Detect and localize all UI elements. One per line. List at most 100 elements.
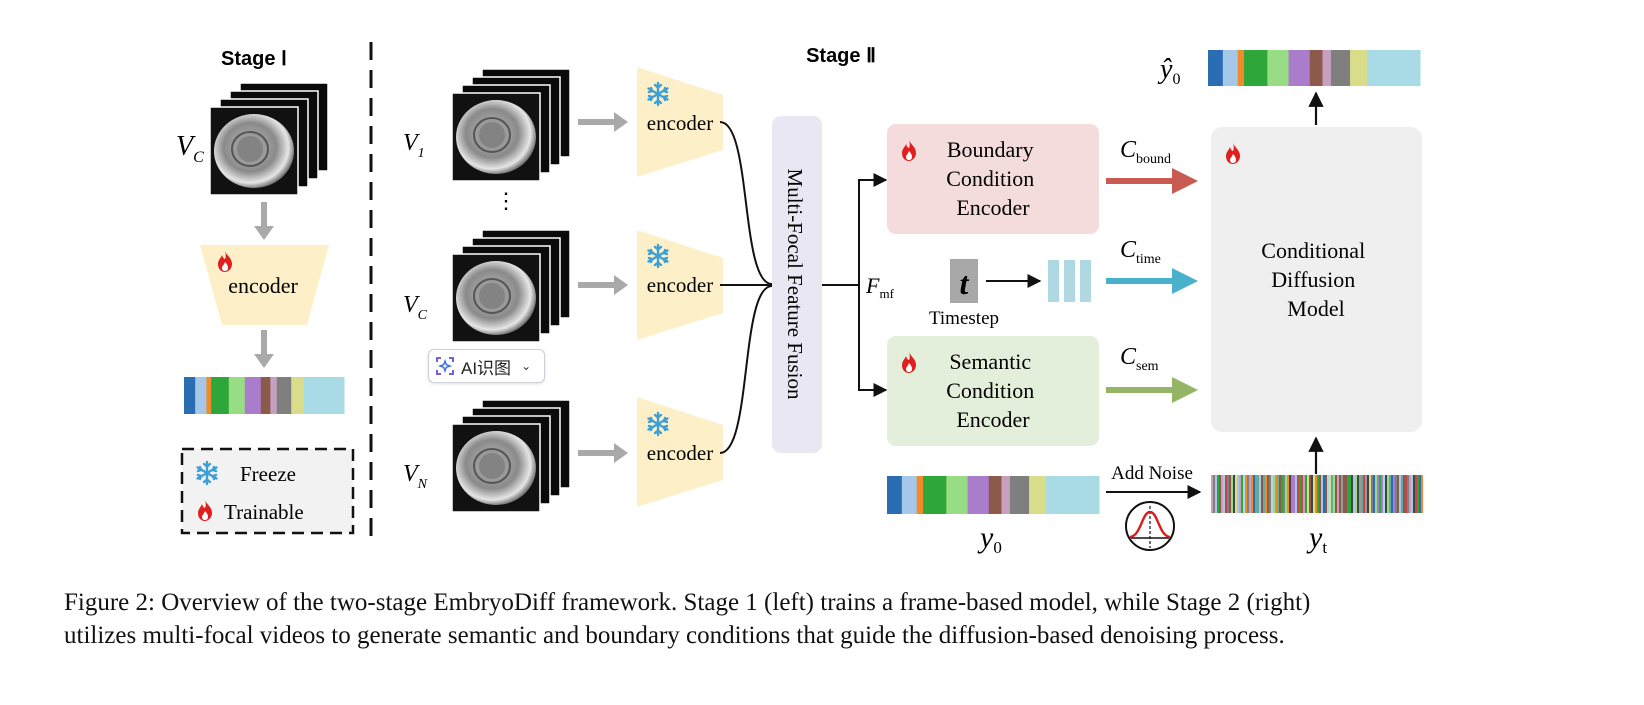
noise-stripe [1277, 475, 1280, 513]
noise-stripe [1211, 475, 1214, 513]
y0-label: y0 [977, 521, 1002, 557]
token-segment [276, 377, 292, 414]
token-segment [1237, 50, 1245, 86]
noise-stripe [1357, 475, 1360, 513]
stage2-encoder-label-3: encoder [647, 441, 713, 465]
noise-stripe [1413, 475, 1416, 513]
noise-stripe [1397, 475, 1400, 513]
stage2-title: Stage Ⅱ [806, 45, 876, 67]
caption-line-2: utilizes multi-focal videos to generate … [64, 622, 1285, 649]
noise-stripe [1327, 475, 1330, 513]
noise-stripe [1329, 475, 1332, 513]
noise-stripe [1379, 475, 1382, 513]
noise-stripe [1317, 475, 1320, 513]
noise-stripe [1391, 475, 1394, 513]
noise-stripe [1363, 475, 1366, 513]
token-segment [195, 377, 207, 414]
c-time-arrow [1106, 268, 1198, 294]
timestep-box [950, 259, 978, 303]
token-segment [260, 377, 271, 414]
token-segment [291, 377, 305, 414]
noise-stripe [1227, 475, 1230, 513]
noise-stripe [1219, 475, 1222, 513]
semantic-encoder-label: Semantic Condition Encoder [946, 349, 1040, 432]
noise-stripe [1285, 475, 1288, 513]
noise-stripe [1217, 475, 1220, 513]
y-hat-label: ŷ0 [1157, 54, 1180, 88]
noise-stripe [1417, 475, 1420, 513]
add-noise-label: Add Noise [1111, 463, 1193, 484]
fmf-label: Fmf [865, 273, 895, 301]
ai-scan-icon [436, 357, 454, 375]
noise-stripe [1359, 475, 1362, 513]
noise-stripe [1353, 475, 1356, 513]
token-segment [1267, 50, 1290, 86]
video-stack-vn [451, 399, 571, 513]
video-stack-v1 [451, 68, 571, 182]
token-segment [967, 476, 990, 514]
arrow-head [254, 226, 274, 240]
noise-stripe [1289, 475, 1292, 513]
noise-stripe [1295, 475, 1298, 513]
noise-stripe [1253, 475, 1256, 513]
stage1-video-label: VC [176, 131, 204, 166]
token-segment [244, 377, 262, 414]
noise-stripe [1279, 475, 1282, 513]
noise-stripe [1419, 475, 1422, 513]
c-bound-arrow [1106, 168, 1198, 194]
input-arrow-3 [578, 443, 628, 463]
noise-stripe [1275, 475, 1278, 513]
stage2-encoder-label-2: encoder [647, 273, 713, 297]
c-sem-label: Csem [1120, 344, 1159, 374]
c-bound-label: Cbound [1120, 137, 1171, 167]
noise-stripe [1223, 475, 1226, 513]
stage1-arrow-2 [254, 330, 274, 368]
time-embedding-tokens [1048, 260, 1091, 302]
noise-stripe [1371, 475, 1374, 513]
token-segment [1222, 50, 1239, 86]
noise-stripe [1255, 475, 1258, 513]
ai-image-recognition-button[interactable]: AI识图 ⌄ [428, 349, 545, 383]
stage1-encoder [200, 245, 329, 325]
stage1-arrow-1 [254, 202, 274, 240]
token-segment [304, 377, 345, 414]
noise-stripe [1251, 475, 1254, 513]
noise-stripe [1215, 475, 1218, 513]
token-segment [1350, 50, 1368, 86]
noise-stripe [1231, 475, 1234, 513]
stage1-title: Stage Ⅰ [221, 48, 287, 70]
fusion-block [772, 116, 822, 453]
noise-stripe [1261, 475, 1264, 513]
noise-stripe [1269, 475, 1272, 513]
noise-stripe [1347, 475, 1350, 513]
noise-stripe [1387, 475, 1390, 513]
token-segment [1330, 50, 1351, 86]
inputs-ellipsis: ⋮ [495, 188, 517, 213]
noise-stripe [1263, 475, 1266, 513]
arrow-head [614, 112, 628, 132]
noise-stripe [1233, 475, 1236, 513]
c-time-label: Ctime [1120, 237, 1161, 267]
fusion-label: Multi-Focal Feature Fusion [783, 169, 807, 400]
token-segment [1288, 50, 1311, 86]
input-arrow-2 [578, 275, 628, 295]
stage1-token-bar [184, 377, 345, 414]
stage1-video-stack [209, 82, 329, 196]
ai-button-label: AI识图 [461, 358, 512, 378]
boundary-encoder-label: Boundary Condition Encoder [946, 137, 1040, 220]
noise-stripe [1239, 475, 1242, 513]
noise-stripe [1349, 475, 1352, 513]
noise-stripe [1319, 475, 1322, 513]
noise-stripe [1221, 475, 1224, 513]
noise-stripe [1291, 475, 1294, 513]
input-arrow-1 [578, 112, 628, 132]
figure-caption: Figure 2: Overview of the two-stage Embr… [64, 586, 1624, 652]
merge-curve-1 [719, 121, 773, 285]
token-segment [270, 377, 278, 414]
caption-line-1: Figure 2: Overview of the two-stage Embr… [64, 589, 1311, 616]
noise-stripe [1373, 475, 1376, 513]
token-segment [1244, 50, 1268, 86]
noise-stripe [1313, 475, 1316, 513]
noise-stripe [1249, 475, 1252, 513]
token-segment [887, 476, 903, 514]
